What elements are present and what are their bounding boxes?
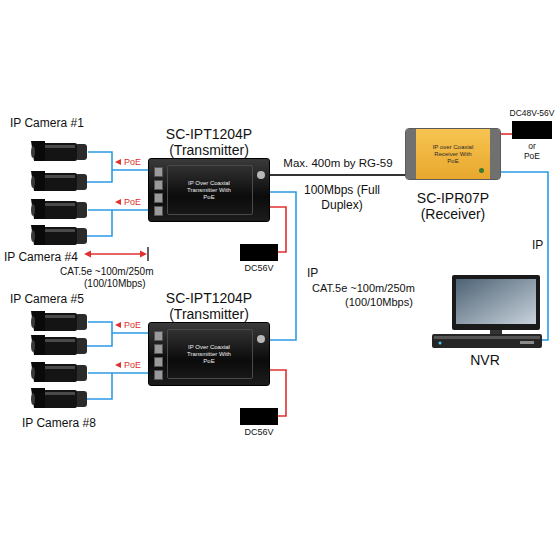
camera-label: IP Camera #8 (22, 416, 96, 430)
led (479, 168, 484, 173)
ip-camera (31, 171, 87, 191)
edge-label: PoE (123, 360, 142, 371)
ip-camera (31, 362, 87, 382)
end-cap (406, 129, 416, 179)
edge-label: PoE (123, 157, 142, 168)
edge-label: Max. 400m by RG-59 (282, 157, 393, 171)
poe-arrow (115, 159, 121, 165)
nvr-illustration (432, 275, 542, 348)
device-title: NVR (428, 352, 542, 368)
ip-camera (31, 388, 87, 408)
transmitter: SC-IPT1204P (Transmitter) IP Over Coaxial… (146, 126, 272, 222)
monitor-frame (452, 275, 540, 330)
connector (88, 209, 148, 211)
rj45-port (154, 370, 163, 380)
poe-arrow (115, 199, 121, 205)
receiver-body: IP over Coaxial Receiver With PoE (405, 128, 501, 180)
edge-label: PoE (123, 197, 142, 208)
camera-label: IP Camera #4 (4, 250, 78, 264)
poe-arrow (115, 322, 121, 328)
connector (270, 192, 296, 340)
monitor-stand (490, 330, 502, 334)
ip-camera (31, 225, 87, 245)
bnc-connector (257, 171, 265, 179)
camera-label: IP Camera #1 (10, 116, 84, 130)
cat5e-wire (87, 373, 112, 399)
camera-group: IP Camera #5IP Camera #8 (4, 290, 88, 432)
recorder-led (439, 342, 442, 345)
camera-group: IP Camera #1 IP Camera #4 (4, 116, 88, 266)
power-label: DC56V (238, 427, 280, 438)
device-title: SC-IPT1204P (Transmitter) (146, 126, 272, 158)
device-title: SC-IPR07P (Receiver) (403, 190, 503, 222)
receiver: IP over Coaxial Receiver With PoE SC-IPR0… (403, 128, 503, 222)
cat5e-wire (87, 210, 112, 236)
dimension-line (89, 253, 142, 254)
connector (88, 372, 148, 374)
spec-label: (100/10Mbps) (345, 295, 413, 309)
recorder-trim (434, 336, 540, 339)
ip-camera (31, 311, 87, 331)
connector (501, 172, 548, 340)
recorder-slot (520, 341, 534, 344)
rj45-port (154, 357, 163, 367)
poe-arrow (115, 362, 121, 368)
ip-camera (31, 199, 87, 219)
transmitter: SC-IPT1204P (Transmitter) IP Over Coaxial… (146, 290, 272, 386)
connector (270, 174, 405, 176)
cat5e-wire (87, 170, 112, 182)
edge-label: IP (306, 266, 319, 280)
transmitter-body: IP Over Coaxial Transmitter With PoE (148, 322, 270, 386)
power-adapter (240, 408, 278, 425)
rj45-port (154, 180, 163, 190)
dimension-head (140, 251, 147, 258)
device-print: IP Over Coaxial Transmitter With PoE (182, 180, 236, 201)
edge-label: IP (531, 238, 544, 252)
nvr: NVR (428, 272, 542, 368)
power-supply: DC56V (238, 408, 280, 438)
camera-label: IP Camera #5 (10, 292, 84, 306)
distance-dimension (84, 247, 148, 261)
power-supply: DC48V-56V or PoE (508, 108, 556, 161)
spec-label: CAT.5e ~100m/250m (312, 281, 415, 295)
transmitter-body: IP Over Coaxial Transmitter With PoE (148, 158, 270, 222)
cat5e-wire (87, 333, 112, 346)
ip-camera (31, 335, 87, 355)
monitor-screen (456, 279, 536, 324)
poe-arrows (115, 159, 121, 368)
bnc-connector (257, 335, 265, 343)
rj45-port (154, 193, 163, 203)
connector (88, 152, 148, 170)
dimension-tick (147, 247, 148, 261)
end-cap (490, 129, 500, 179)
power-adapter (512, 121, 552, 139)
ip-camera (31, 141, 87, 161)
connector (501, 133, 512, 135)
dimension-head (84, 251, 91, 258)
power-adapter (240, 244, 278, 261)
device-print: IP Over Coaxial Transmitter With PoE (182, 344, 236, 365)
spec-label: 100Mbps (Full Duplex) (300, 183, 384, 213)
rj45-port (154, 206, 163, 216)
rj45-port (154, 344, 163, 354)
rj45-port (154, 331, 163, 341)
device-print: IP over Coaxial Receiver With PoE (430, 144, 476, 165)
recorder-body (432, 334, 542, 348)
power-label: DC56V (238, 263, 280, 274)
edge-label: PoE (123, 320, 142, 331)
rj45-port (154, 167, 163, 177)
power-supply: DC56V (238, 244, 280, 274)
device-title: SC-IPT1204P (Transmitter) (146, 290, 272, 322)
power-label: or PoE (520, 141, 544, 161)
power-label: DC48V-56V (508, 108, 556, 119)
spec-label: (100/10Mbps) (84, 277, 146, 290)
